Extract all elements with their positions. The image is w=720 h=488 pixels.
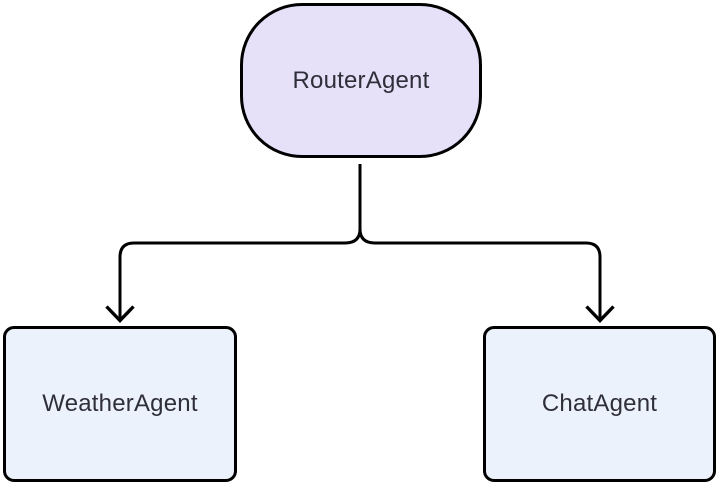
edge-router-to-chat — [358, 164, 602, 318]
arrowhead-down-icon — [585, 305, 615, 323]
edge-router-to-weather — [118, 164, 362, 318]
node-chat-agent: ChatAgent — [483, 326, 716, 482]
node-weather-agent: WeatherAgent — [3, 326, 237, 482]
arrowhead-down-icon — [105, 305, 135, 323]
node-router-agent-label: RouterAgent — [292, 66, 430, 94]
node-router-agent: RouterAgent — [240, 3, 482, 158]
node-chat-agent-label: ChatAgent — [541, 390, 658, 417]
node-weather-agent-label: WeatherAgent — [42, 390, 198, 417]
